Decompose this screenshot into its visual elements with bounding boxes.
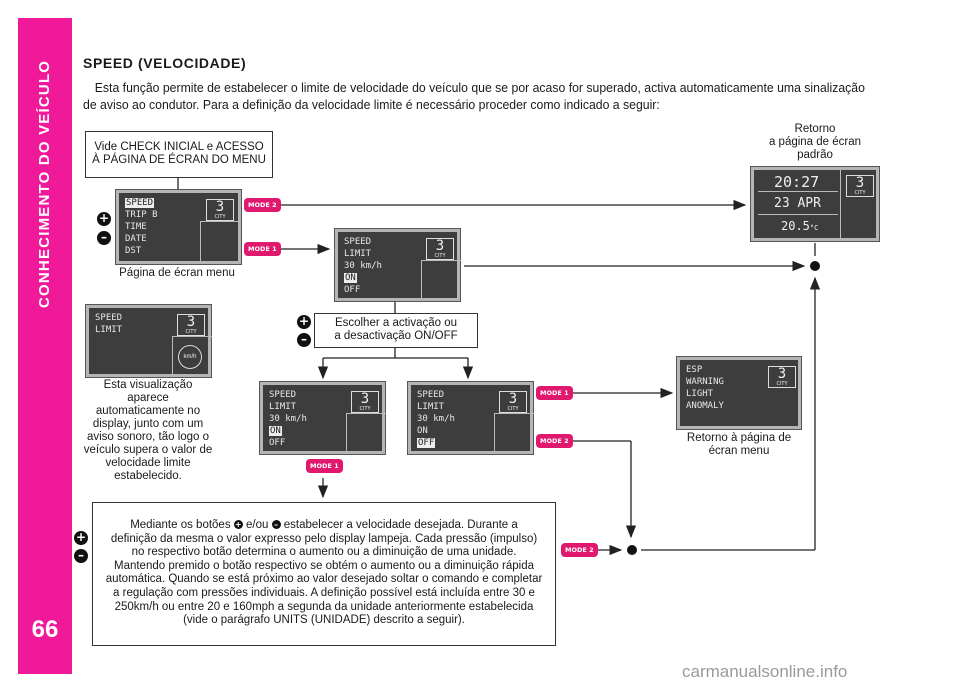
mode2-button-label: MODE 2 bbox=[536, 434, 573, 448]
intro-paragraph: Esta função permite de estabelecer o lim… bbox=[83, 81, 865, 112]
mode2-button-label: MODE 2 bbox=[561, 543, 598, 557]
junction-dot bbox=[810, 261, 820, 271]
minus-icon: – bbox=[271, 520, 281, 530]
plus-button-icon: + bbox=[97, 211, 111, 226]
off-option: OFF bbox=[344, 285, 361, 295]
menu-caption: Página de écran menu bbox=[119, 267, 235, 279]
plus-icon: + bbox=[233, 520, 243, 530]
mode2-button-label: MODE 2 bbox=[244, 198, 281, 212]
mode1-button-label: MODE 1 bbox=[536, 386, 573, 400]
junction-dot bbox=[627, 545, 637, 555]
plus-button-icon: + bbox=[74, 530, 88, 545]
menu-item-dst: DST bbox=[125, 246, 142, 256]
date-display: 23 APR bbox=[774, 196, 821, 211]
choose-onoff-box: Escolher a activação ou a desactivação O… bbox=[314, 313, 478, 348]
temperature-unit: °C bbox=[809, 224, 819, 232]
mode1-button-label: MODE 1 bbox=[306, 459, 343, 473]
sidebar-band bbox=[18, 18, 72, 674]
on-option: ON bbox=[344, 273, 357, 283]
menu-item-time: TIME bbox=[125, 222, 147, 232]
page-number: 66 bbox=[31, 616, 59, 643]
minus-button-icon: – bbox=[297, 333, 311, 347]
start-line-2: À PÁGINA DE ÉCRAN DO MENU bbox=[92, 154, 266, 166]
page-title: SPEED (VELOCIDADE) bbox=[83, 55, 247, 71]
menu-item-trip-b: TRIP B bbox=[125, 210, 158, 220]
minus-button-icon: – bbox=[97, 231, 111, 245]
instruction-box: Mediante os botões + e/ou – estabelecer … bbox=[92, 502, 556, 646]
menu-item-speed: SPEED bbox=[125, 198, 155, 208]
temperature: 20.5 bbox=[781, 219, 810, 233]
clock-time: 20:27 bbox=[774, 173, 820, 191]
menu-item-date: DATE bbox=[125, 234, 147, 244]
speed-limit-icon: km/h bbox=[178, 345, 202, 369]
start-line-1: Vide CHECK INICIAL e ACESSO bbox=[94, 141, 264, 153]
watermark: carmanualsonline.info bbox=[682, 662, 848, 681]
minus-button-icon: – bbox=[74, 549, 88, 563]
start-instruction-box: Vide CHECK INICIAL e ACESSO À PÁGINA DE … bbox=[85, 131, 273, 178]
mode1-button-label: MODE 1 bbox=[244, 242, 281, 256]
plus-button-icon: + bbox=[297, 314, 311, 329]
